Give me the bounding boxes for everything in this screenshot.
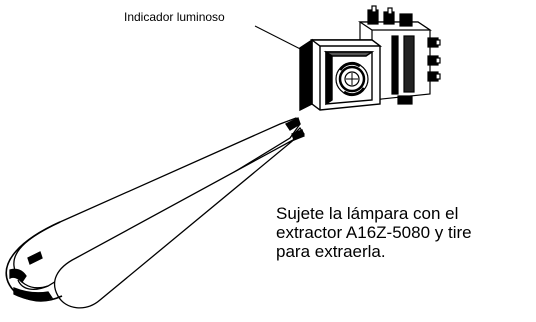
callout-label: Indicador luminoso <box>124 10 225 24</box>
instruction-text: Sujete la lámpara con el extractor A16Z-… <box>276 204 534 261</box>
instruction-line: extractor A16Z-5080 y tire <box>276 223 472 242</box>
instruction-line: para extraerla. <box>276 242 386 261</box>
extractor-tool <box>5 117 305 309</box>
indicator-lamp <box>335 61 369 97</box>
instruction-line: Sujete la lámpara con el <box>276 204 459 223</box>
